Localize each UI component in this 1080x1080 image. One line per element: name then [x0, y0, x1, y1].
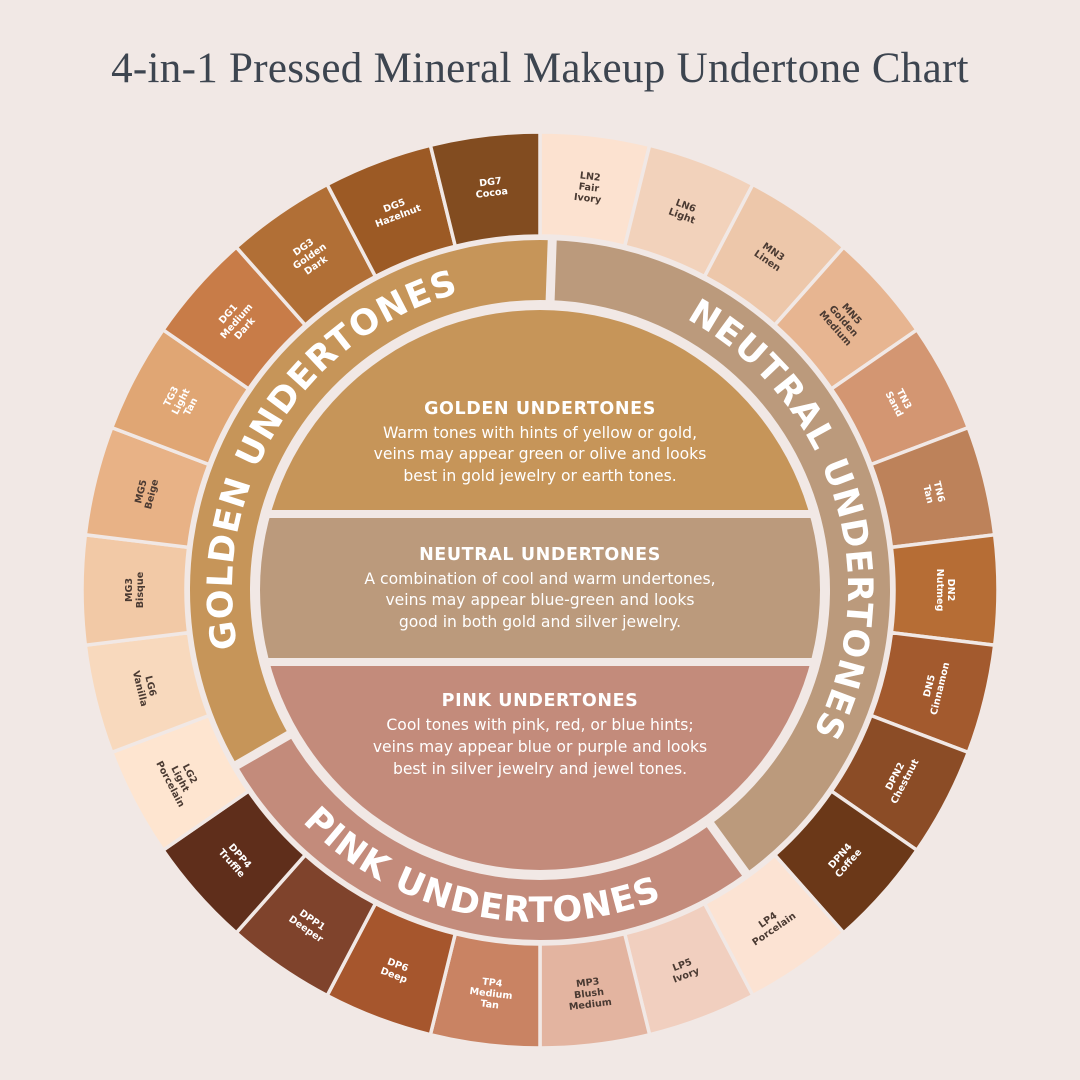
neutral-panel-heading: NEUTRAL UNDERTONES — [419, 545, 661, 565]
shade-name: Medium — [469, 986, 513, 1002]
shade-code: LG6 — [142, 675, 158, 698]
pink-panel-line: Cool tones with pink, red, or blue hints… — [386, 716, 693, 734]
pink-band — [236, 735, 746, 941]
golden-panel-line: Warm tones with hints of yellow or gold, — [383, 424, 697, 442]
golden-band — [189, 239, 553, 766]
shade-name: Fair — [578, 181, 600, 194]
shade-name: Medium — [568, 997, 612, 1013]
golden-panel-line: best in gold jewelry or earth tones. — [403, 467, 676, 485]
neutral-panel-line: good in both gold and silver jewelry. — [399, 613, 681, 631]
neutral-panel-line: A combination of cool and warm undertone… — [364, 570, 715, 588]
neutral-band — [550, 240, 891, 874]
shade-name: Ivory — [573, 192, 602, 206]
shade-name: Tan — [920, 484, 935, 505]
band-divider — [705, 820, 752, 879]
page-title: 4-in-1 Pressed Mineral Makeup Undertone … — [111, 45, 969, 92]
neutral-panel — [260, 518, 820, 658]
shade-code: MG3 — [124, 578, 135, 602]
shade-code: TN6 — [931, 480, 947, 504]
pink-panel-heading: PINK UNDERTONES — [442, 691, 639, 711]
band-divider — [545, 237, 557, 303]
neutral-panel-line: veins may appear blue-green and looks — [385, 591, 694, 609]
shade-name: Tan — [480, 998, 500, 1011]
golden-panel-heading: GOLDEN UNDERTONES — [424, 399, 656, 419]
undertone-band-ring — [189, 237, 891, 941]
band-divider — [232, 730, 293, 771]
shade-code: DN5 — [922, 674, 938, 699]
shade-code: LN2 — [579, 170, 601, 183]
shade-name: Bisque — [135, 571, 146, 608]
pink-panel-line: veins may appear blue or purple and look… — [373, 738, 707, 756]
pink-panel-line: best in silver jewelry and jewel tones. — [393, 760, 687, 778]
shade-segment-dg7 — [428, 130, 542, 249]
golden-panel-line: veins may appear green or olive and look… — [374, 445, 707, 463]
shade-code: DN2 — [945, 579, 956, 602]
shade-name: Cocoa — [475, 186, 508, 201]
shade-name: Nutmeg — [934, 569, 945, 612]
shade-name: Blush — [574, 987, 605, 1002]
shade-code: TP4 — [482, 976, 504, 989]
shade-code: MP3 — [576, 976, 600, 990]
shade-code: DG7 — [479, 176, 503, 190]
